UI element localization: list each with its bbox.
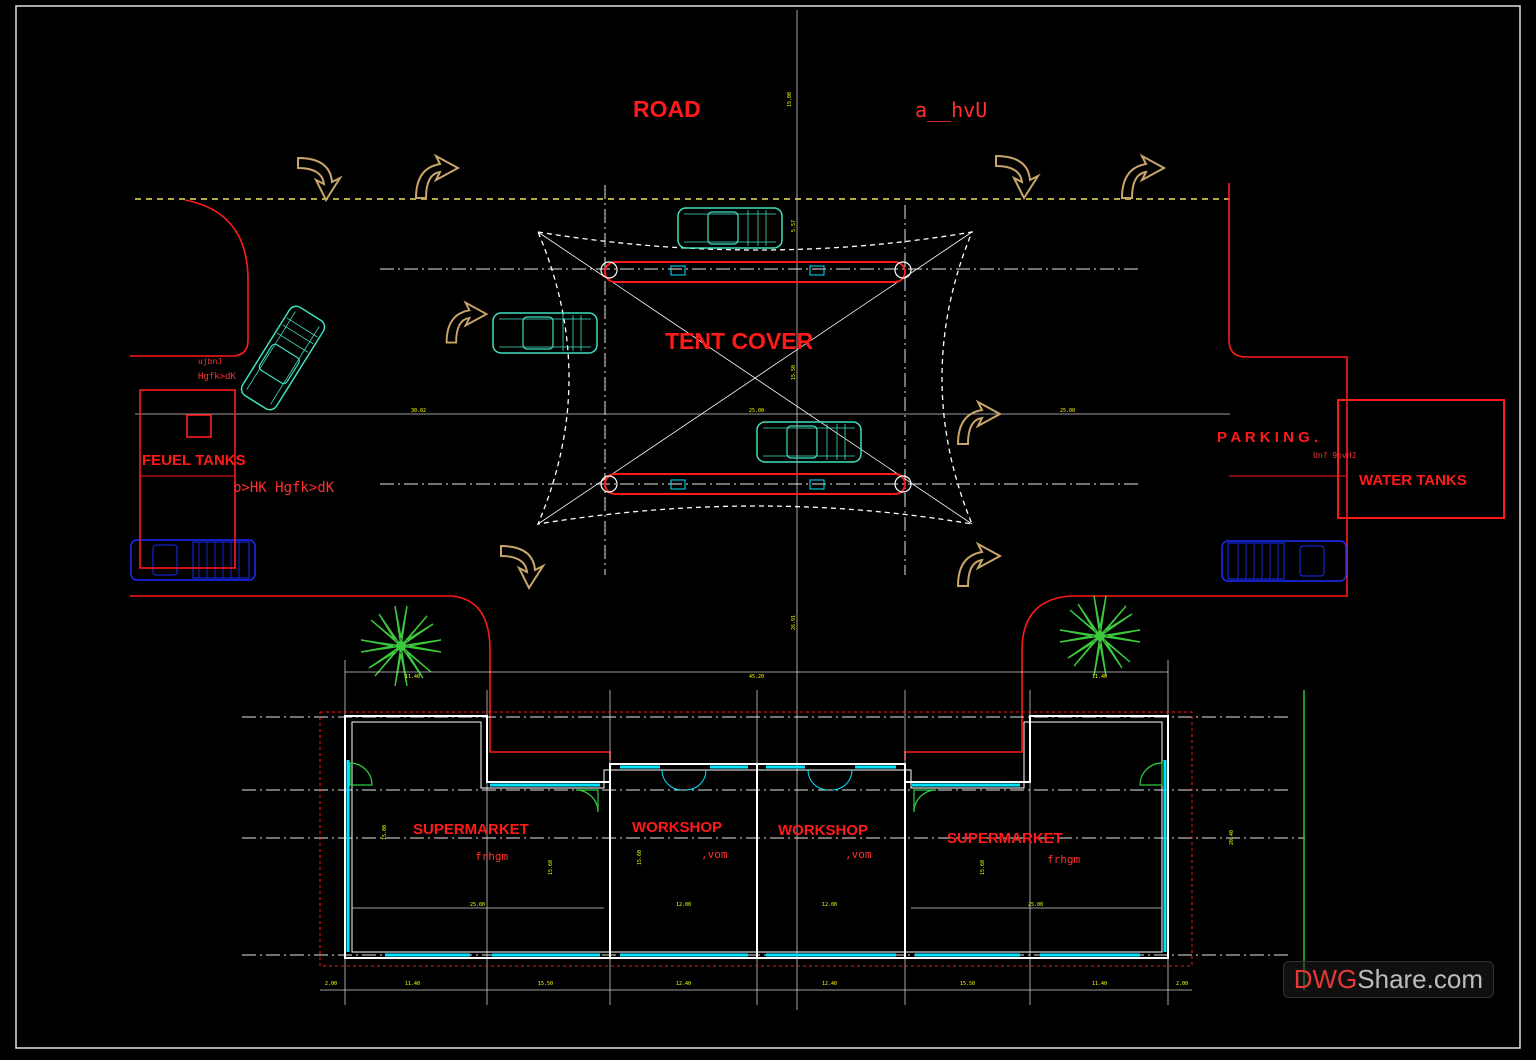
parking-sub: Un? 9ovHJ xyxy=(1313,451,1356,460)
dimension-text: 15.60 xyxy=(548,860,554,875)
dimension-text: 26.91 xyxy=(791,615,797,630)
arrow-icon xyxy=(445,301,488,344)
road-alt-label: a__hvU xyxy=(915,98,987,122)
tree-icon xyxy=(1059,595,1141,677)
dimension-text: 11.40 xyxy=(1092,674,1107,680)
fuel-note-2: Hgfk>dK xyxy=(198,372,237,382)
right-lower-boundary xyxy=(904,595,1229,760)
arrow-icon xyxy=(500,545,544,589)
supermarket-left-label: SUPERMARKET xyxy=(413,821,529,838)
fuel-tanks-label: FEUEL TANKS xyxy=(142,452,246,469)
arrow-icon xyxy=(995,155,1039,199)
fuel-tanks-sub: b>HK Hgfk>dK xyxy=(233,480,335,496)
parking-label: P A R K I N G . xyxy=(1217,429,1318,446)
car-left xyxy=(492,312,598,354)
dimension-text: 12.40 xyxy=(822,981,837,987)
workshop-left-sub: ,vom xyxy=(701,848,728,861)
fuel-note-1: ujbnJ xyxy=(198,357,222,366)
dimension-text: 11.40 xyxy=(405,674,420,680)
left-lower-boundary xyxy=(130,595,611,760)
car-blue-right xyxy=(1221,540,1347,582)
tree-icon xyxy=(360,605,442,687)
dimension-text: 20.40 xyxy=(1229,830,1235,845)
watermark-prefix: DWG xyxy=(1293,964,1358,994)
dimension-text: 2.00 xyxy=(325,981,337,987)
dimension-text: 25.00 xyxy=(749,408,764,414)
dimension-text: 15.50 xyxy=(791,365,797,380)
road-label: ROAD xyxy=(633,96,701,122)
watermark-logo: DWGShare.com xyxy=(1282,961,1494,998)
tent-cover-label: TENT COVER xyxy=(665,328,814,354)
supermarket-right-sub: frhgm xyxy=(1047,853,1080,866)
dimension-text: 12.40 xyxy=(676,981,691,987)
dimension-text: 12.00 xyxy=(822,902,837,908)
water-tanks-label: WATER TANKS xyxy=(1359,472,1467,489)
arrow-icon xyxy=(297,157,341,201)
dimension-text: 15.00 xyxy=(787,92,793,107)
dimension-text: 15.60 xyxy=(637,850,643,865)
building xyxy=(319,711,1193,967)
arrow-icon xyxy=(415,155,459,199)
fuel-tank-area xyxy=(139,389,236,569)
dimension-text: 25.00 xyxy=(470,902,485,908)
dimension-text: 15.50 xyxy=(538,981,553,987)
dimension-lines xyxy=(320,671,1192,991)
dimension-text: 15.50 xyxy=(960,981,975,987)
water-tanks-box xyxy=(1337,399,1505,519)
workshop-right-sub: ,vom xyxy=(845,848,872,861)
dimension-text: 45.20 xyxy=(749,674,764,680)
car-blue-left xyxy=(130,539,256,581)
workshop-left-label: WORKSHOP xyxy=(632,819,722,836)
dimension-text: 12.00 xyxy=(676,902,691,908)
arrow-icon xyxy=(957,401,1001,445)
workshop-right-label: WORKSHOP xyxy=(778,822,868,839)
dimension-text: 15.00 xyxy=(382,825,388,840)
car-diagonal xyxy=(237,302,329,414)
supermarket-right-label: SUPERMARKET xyxy=(947,830,1063,847)
drawing-frame xyxy=(15,5,1521,1049)
upper-grid-lines xyxy=(380,185,1140,575)
tent-cover xyxy=(536,231,974,525)
dimension-text: 11.40 xyxy=(1092,981,1107,987)
dimension-text: 30.02 xyxy=(411,408,426,414)
supermarket-left-sub: frhgm xyxy=(475,850,508,863)
right-site-boundary xyxy=(1228,183,1348,597)
arrow-icon xyxy=(1121,155,1165,199)
watermark-suffix: Share.com xyxy=(1357,964,1483,994)
car-top xyxy=(677,207,783,249)
building-grid-lines xyxy=(242,716,1305,956)
dimension-text: 11.40 xyxy=(405,981,420,987)
dimension-text: 25.00 xyxy=(1028,902,1043,908)
dimension-text: 5.57 xyxy=(791,220,797,232)
dimension-text: 15.60 xyxy=(980,860,986,875)
left-site-boundary xyxy=(130,199,249,357)
car-middle xyxy=(756,421,862,463)
arrow-icon xyxy=(957,543,1001,587)
dimension-text: 2.00 xyxy=(1176,981,1188,987)
dimension-text: 25.00 xyxy=(1060,408,1075,414)
